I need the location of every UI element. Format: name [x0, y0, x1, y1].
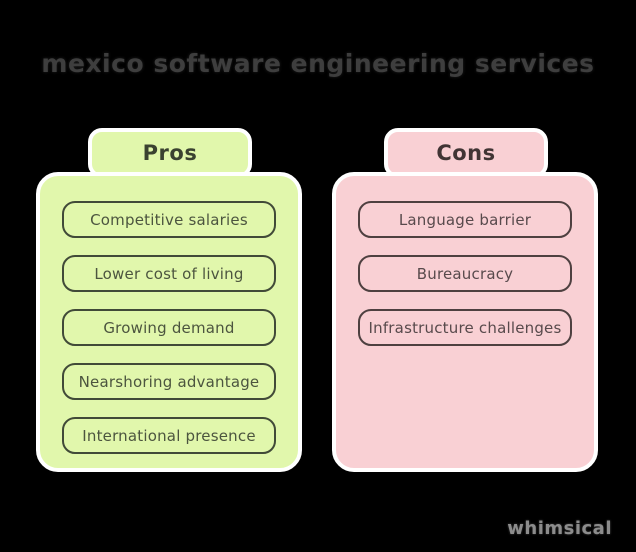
cons-item: Infrastructure challenges	[358, 309, 572, 346]
watermark-logo: whimsical	[507, 518, 612, 539]
cons-header-label: Cons	[436, 141, 496, 165]
cons-header-tab: Cons	[384, 128, 548, 178]
diagram-title: mexico software engineering services	[41, 49, 595, 78]
cons-panel: Language barrier Bureaucracy Infrastruct…	[332, 172, 598, 472]
pros-item: Nearshoring advantage	[62, 363, 276, 400]
pros-item: Lower cost of living	[62, 255, 276, 292]
cons-item: Language barrier	[358, 201, 572, 238]
cons-item: Bureaucracy	[358, 255, 572, 292]
pros-item: Growing demand	[62, 309, 276, 346]
pros-item: International presence	[62, 417, 276, 454]
pros-item: Competitive salaries	[62, 201, 276, 238]
pros-header-label: Pros	[142, 141, 198, 165]
pros-header-tab: Pros	[88, 128, 252, 178]
pros-panel: Competitive salaries Lower cost of livin…	[36, 172, 302, 472]
